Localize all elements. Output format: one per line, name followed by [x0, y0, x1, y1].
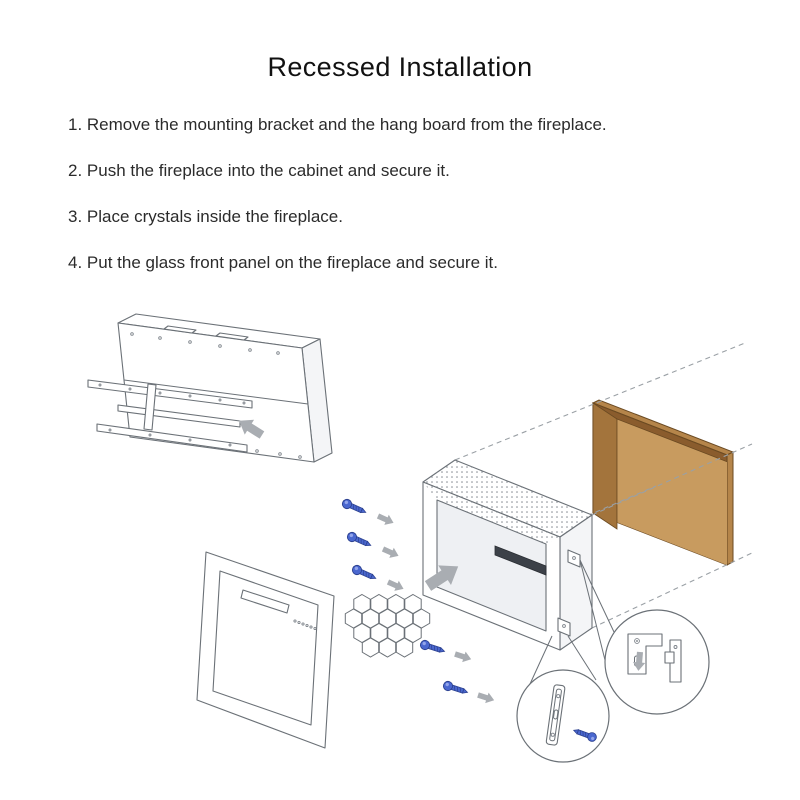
- glass-front-panel: [196, 551, 335, 749]
- side-bracket-tab-upper: [567, 549, 581, 568]
- screw-arrow: [385, 576, 406, 594]
- instruction-step-3: 3. Place crystals inside the fireplace.: [68, 207, 343, 226]
- screw: [441, 679, 470, 698]
- crystal-hexagons: [344, 594, 431, 658]
- screw-arrow: [476, 689, 496, 706]
- screw: [350, 563, 379, 584]
- mounting-bracket-and-hang-board: [87, 379, 253, 453]
- screw-arrow: [453, 648, 473, 665]
- instruction-step-1: 1. Remove the mounting bracket and the h…: [68, 115, 607, 134]
- screw-arrow: [380, 543, 401, 561]
- instruction-steps: 1. Remove the mounting bracket and the h…: [68, 115, 760, 299]
- fireplace-unit: [422, 459, 593, 651]
- instruction-step-2: 2. Push the fireplace into the cabinet a…: [68, 161, 450, 180]
- bracket-detail-callout-left: [516, 669, 610, 763]
- page-title: Recessed Installation: [267, 52, 533, 82]
- screw: [340, 497, 369, 518]
- bracket-detail-callout-right: [604, 609, 710, 715]
- screw-arrow: [375, 510, 396, 528]
- panel-button-dots: [293, 619, 317, 631]
- fireplace-back-box: [117, 313, 333, 463]
- screw: [418, 638, 447, 657]
- heater-vent-strip: [494, 545, 547, 576]
- screw: [345, 530, 374, 551]
- mounting-bracket-detail: [545, 684, 566, 746]
- instruction-step-4: 4. Put the glass front panel on the fire…: [68, 253, 498, 272]
- installation-diagram: [0, 290, 800, 800]
- cabinet-recess: [591, 399, 735, 566]
